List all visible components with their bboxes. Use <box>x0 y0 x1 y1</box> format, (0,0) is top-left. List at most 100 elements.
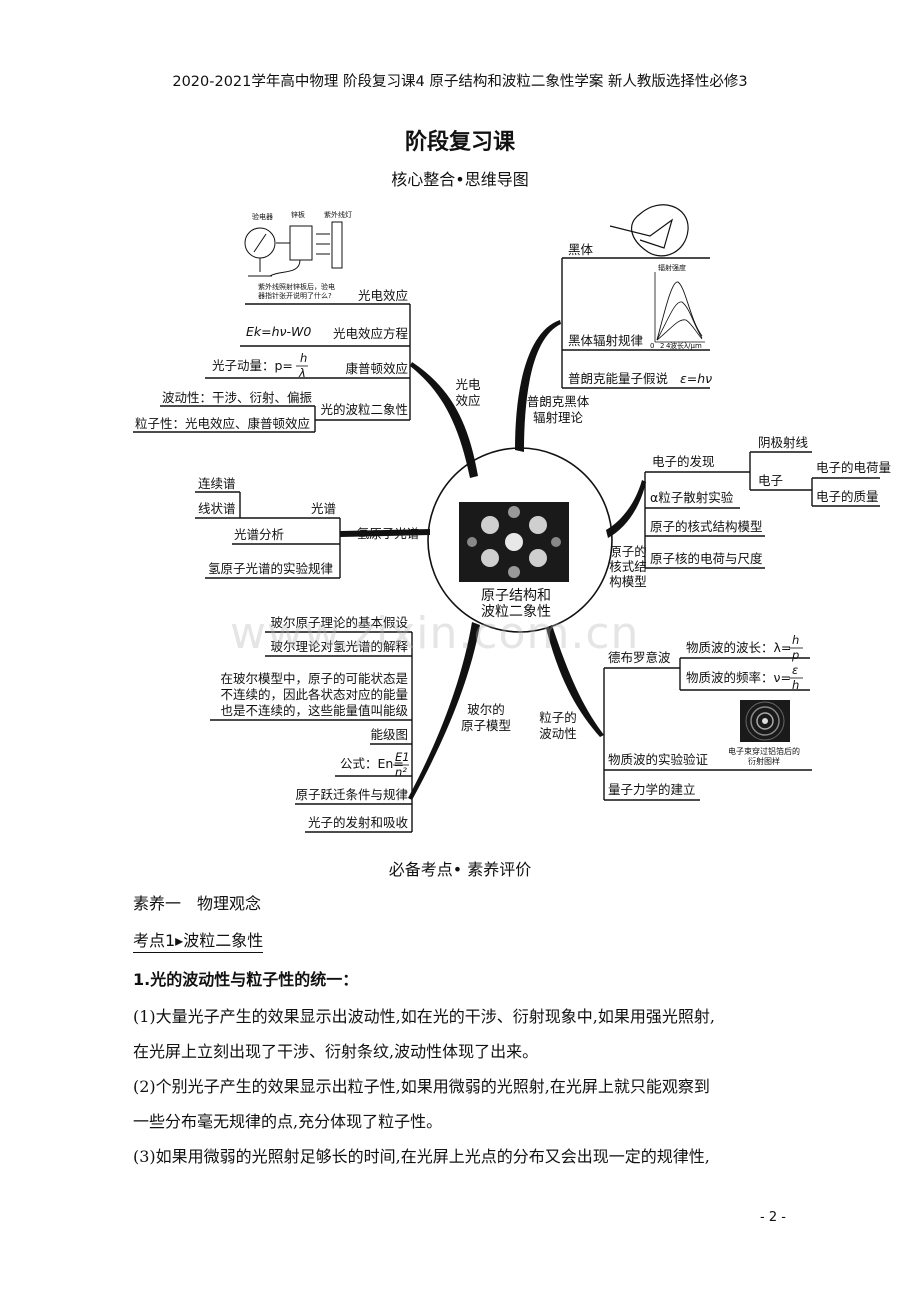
energy-formula-numerator: E1 <box>395 750 410 764</box>
planck-equation: ε=hν <box>680 371 712 386</box>
nuclear-tree-lines <box>644 451 880 569</box>
spectrum-tree-lines <box>195 491 341 579</box>
lamp-label: 紫外线灯 <box>324 210 352 219</box>
diffraction-caption-1: 电子束穿过铝箔后的 <box>728 746 800 756</box>
photoelectric-effect: 光电效应 <box>358 288 408 303</box>
continuous-spectrum: 连续谱 <box>198 476 236 491</box>
blackbody-item: 黑体 <box>568 242 594 257</box>
momentum-numerator: h <box>300 351 307 365</box>
branch-photo <box>410 362 478 478</box>
line-spectrum: 线状谱 <box>198 501 236 516</box>
wavelength-denominator: p <box>791 648 799 662</box>
content-heading-1: 1.光的波动性与粒子性的统一： <box>133 970 359 989</box>
literacy-heading: 素养一 物理观念 <box>133 894 262 913</box>
wave-nature: 波动性：干涉、衍射、偏振 <box>162 390 313 405</box>
hydrogen-spectrum-rule: 氢原子光谱的实验规律 <box>208 561 333 576</box>
bohr-postulates: 玻尔原子理论的基本假设 <box>270 615 408 630</box>
blackbody-law: 黑体辐射规律 <box>568 333 643 348</box>
bohr-label-1: 玻尔的 <box>467 702 505 717</box>
branch-bohr <box>408 622 480 800</box>
plate-label: 锌板 <box>291 210 305 219</box>
watermark: www.zixin.com.cn <box>230 608 640 659</box>
blackbody-tree-lines <box>561 257 710 389</box>
momentum-denominator: λ <box>298 366 306 380</box>
photon-momentum: 光子动量：p= <box>212 358 293 373</box>
bohr-tree-lines <box>210 631 413 833</box>
compton-effect: 康普顿效应 <box>345 361 408 376</box>
diffraction-caption-2: 衍射图样 <box>748 756 780 766</box>
energy-formula-denominator: n² <box>395 765 407 779</box>
photoelectric-equation: 光电效应方程 <box>333 326 409 341</box>
center-label-2: 波粒二象性 <box>481 604 551 620</box>
page-title: 阶段复习课 <box>404 130 515 155</box>
chart-ylabel: 辐射强度 <box>658 263 686 272</box>
branch-matter <box>546 625 604 737</box>
mind-map: 原子结构和 波粒二象性 光电 效应 普朗克黑体 辐射理论 氢原子光谱 原子的 核… <box>133 204 891 833</box>
paragraph-2b: 一些分布毫无规律的点,充分体现了粒子性。 <box>133 1112 443 1131</box>
electron-item: 电子 <box>758 473 783 488</box>
cathode-ray: 阴极射线 <box>758 435 809 450</box>
frequency-numerator: ε <box>792 663 798 677</box>
nuclear-label-3: 构模型 <box>609 574 647 589</box>
mindmap-subtitle: 核心整合•思维导图 <box>391 170 529 189</box>
section-heading: 必备考点• 素养评价 <box>388 860 532 879</box>
frequency-denominator: h <box>792 678 799 692</box>
blackbody-cavity-icon <box>609 204 689 257</box>
electroscope-label: 验电器 <box>252 212 273 221</box>
blackbody-label-2: 辐射理论 <box>533 410 584 425</box>
bohr-paragraph-1: 在玻尔模型中，原子的可能状态是 <box>220 671 408 686</box>
page-number: - 2 - <box>760 1210 786 1225</box>
matter-wavelength: 物质波的波长：λ= <box>686 640 791 655</box>
chart-tick-0: 0 <box>650 342 654 350</box>
electron-discovery: 电子的发现 <box>652 454 715 469</box>
planck-hypothesis: 普朗克能量子假说 <box>568 371 668 386</box>
spectral-analysis: 光谱分析 <box>234 527 284 542</box>
blackbody-radiation-chart <box>654 272 705 343</box>
paragraph-3: (3)如果用微弱的光照射足够长的时间,在光屏上光点的分布又会出现一定的规律性, <box>133 1147 710 1166</box>
exam-point: 考点1▸波粒二象性 <box>133 927 264 953</box>
apparatus-question-2: 器指针张开说明了什么? <box>258 291 332 300</box>
center-photo-pattern <box>467 506 561 578</box>
matter-label-1: 粒子的 <box>539 710 577 725</box>
matter-label-2: 波动性 <box>539 726 577 741</box>
photon-emission-absorption: 光子的发射和吸收 <box>308 815 409 830</box>
transition-conditions: 原子跃迁条件与规律 <box>295 787 408 802</box>
chart-tick-4: 4 <box>666 342 671 350</box>
light-duality: 光的波粒二象性 <box>320 402 408 417</box>
chart-tick-2: 2 <box>660 342 664 350</box>
nuclear-label-2: 核式结 <box>609 559 647 574</box>
photo-label-1: 光电 <box>455 377 481 392</box>
branch-nuclear <box>606 480 646 538</box>
bohr-label-2: 原子模型 <box>461 718 511 733</box>
energy-formula: 公式：En= <box>340 756 404 771</box>
energy-level-diagram: 能级图 <box>370 727 408 742</box>
bohr-spectrum-explanation: 玻尔理论对氢光谱的解释 <box>270 639 408 654</box>
bohr-paragraph-3: 也是不连续的，这些能量值叫能级 <box>220 703 408 718</box>
paragraph-2a: (2)个别光子产生的效果显示出粒子性,如果用微弱的光照射,在光屏上就只能观察到 <box>133 1077 710 1096</box>
bohr-paragraph-2: 不连续的，因此各状态对应的能量 <box>220 687 408 702</box>
chart-xlabel: 波长λ/μm <box>670 341 702 350</box>
electron-mass: 电子的质量 <box>816 489 879 504</box>
diffraction-rings <box>745 701 785 741</box>
center-label-1: 原子结构和 <box>481 588 551 604</box>
branch-spectrum <box>340 529 430 537</box>
spectrum-item: 光谱 <box>311 501 336 516</box>
matter-wave-verification: 物质波的实验验证 <box>608 752 709 767</box>
matter-frequency: 物质波的频率：ν= <box>686 670 791 685</box>
photoelectric-formula: Ek=hν-W0 <box>246 324 311 339</box>
apparatus-question-1: 紫外线照射锌板后，验电 <box>258 282 335 291</box>
paragraph-1b: 在光屏上立刻出现了干涉、衍射条纹,波动性体现了出来。 <box>133 1042 539 1061</box>
spectrum-label: 氢原子光谱 <box>357 526 420 541</box>
page-header: 2020-2021学年高中物理 阶段复习课4 原子结构和波粒二象性学案 新人教版… <box>172 74 748 90</box>
quantum-mechanics: 量子力学的建立 <box>608 782 696 797</box>
paragraph-1a: (1)大量光子产生的效果显示出波动性,如在光的干涉、衍射现象中,如果用强光照射, <box>133 1007 715 1026</box>
nuclear-model: 原子的核式结构模型 <box>650 519 763 534</box>
alpha-scattering: α粒子散射实验 <box>650 490 734 505</box>
matter-tree-lines <box>603 657 812 801</box>
debroglie-wave: 德布罗意波 <box>608 650 671 665</box>
blackbody-label-1: 普朗克黑体 <box>527 394 590 409</box>
particle-nature: 粒子性：光电效应、康普顿效应 <box>135 416 310 431</box>
branch-blackbody <box>515 320 561 452</box>
nucleus-charge-size: 原子核的电荷与尺度 <box>650 551 763 566</box>
photo-apparatus <box>244 221 343 277</box>
